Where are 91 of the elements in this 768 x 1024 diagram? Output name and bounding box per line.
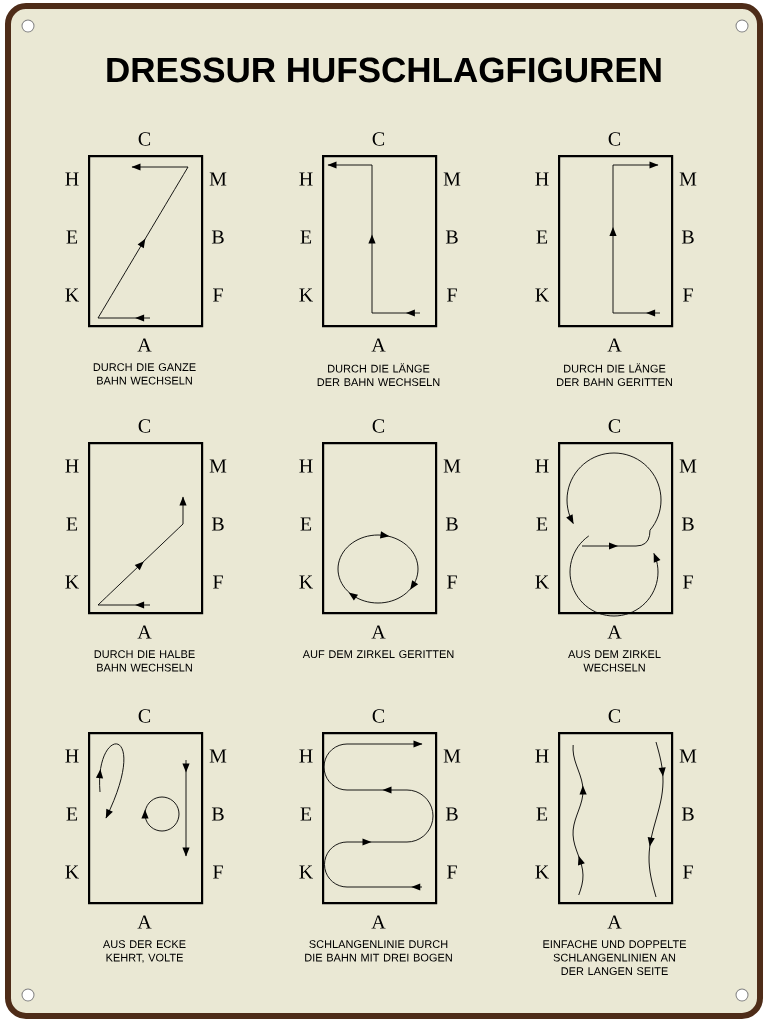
figure-caption: SCHLANGENLINIE DURCH DIE BAHN MIT DREI BOGEN [305,940,452,962]
arena-letter: K [65,865,79,879]
arena-letter: C [608,419,621,433]
arena-letter: C [372,419,385,433]
arena-letter: B [681,807,694,821]
arena-letter: K [65,575,79,589]
arena-letter: B [211,807,224,821]
arena-letter: C [138,419,151,433]
arena-letter: K [535,865,550,879]
arena-letter: F [447,575,457,589]
arena-letter: F [683,865,693,879]
arena-letter: E [536,807,548,821]
arena-letter: K [65,288,79,302]
arena-letter: F [683,288,693,302]
arena-letter: H [535,749,549,763]
arena-letter: H [535,172,549,186]
arena-letter: B [445,807,458,821]
figure-caption: DURCH DIE LÄNGE DER BAHN GERITTEN [557,363,672,386]
arena-letter: K [299,288,313,302]
arena-letter: B [211,517,224,531]
figure-caption: DURCH DIE GANZE BAHN WECHSELN [93,363,196,385]
figure-caption: EINFACHE UND DOPPELTE SCHLANGENLINIEN AN DER LANGEN SEITE [543,940,687,975]
figure-caption: DURCH DIE HALBE BAHN WECHSELN [94,650,195,672]
arena-letter: C [372,132,385,146]
arena-box [558,155,674,328]
arena-letter: B [681,230,694,244]
arena-letter: A [137,338,152,352]
arena-letter: F [213,288,223,302]
arena-box [88,732,204,905]
arena-letter: A [137,915,152,929]
arena-letter: C [372,709,385,723]
arena-letter: B [445,517,458,531]
arena-letter: F [683,575,693,589]
arena-letter: H [299,749,313,763]
arena-letter: C [138,132,151,146]
arena-letter: E [66,807,78,821]
title: DRESSUR HUFSCHLAGFIGUREN [107,57,661,83]
arena-letter: K [299,575,313,589]
arena-letter: H [65,749,79,763]
arena-box [558,732,674,905]
arena-box [322,732,438,905]
figure-caption: AUF DEM ZIRKEL GERITTEN [302,650,454,658]
arena-letter: A [371,625,386,639]
arena-letter: K [299,865,313,879]
arena-letter: A [371,915,386,929]
arena-letter: E [66,230,78,244]
arena-letter: E [300,230,312,244]
arena-letter: B [681,517,694,531]
figure-caption: DURCH DIE LÄNGE DER BAHN WECHSELN [317,363,440,386]
arena-letter: E [300,517,312,531]
arena-letter: M [209,459,227,473]
arena-letter: F [447,288,457,302]
arena-box [322,155,438,328]
arena-box [88,442,204,615]
figure-caption: AUS DER ECKE KEHRT, VOLTE [102,940,186,963]
arena-letter: M [679,459,697,473]
arena-letter: E [536,230,548,244]
arena-letter: M [209,749,227,763]
arena-letter: E [300,807,312,821]
arena-box [558,442,674,615]
arena-letter: F [213,865,223,879]
arena-letter: C [608,132,621,146]
arena-letter: B [211,230,224,244]
figure-caption: AUS DEM ZIRKEL WECHSELN [568,650,661,672]
arena-letter: B [445,230,458,244]
arena-letter: M [209,172,227,186]
arena-letter: H [65,172,79,186]
arena-letter: M [443,172,461,186]
arena-letter: M [443,749,461,763]
arena-letter: K [535,288,550,302]
arena-letter: A [607,338,622,352]
arena-letter: M [443,459,461,473]
arena-letter: K [535,575,550,589]
arena-letter: H [299,459,313,473]
arena-letter: H [65,459,79,473]
arena-letter: H [299,172,313,186]
arena-letter: A [371,338,386,352]
arena-box [88,155,204,328]
arena-letter: A [607,625,622,639]
arena-letter: A [137,625,152,639]
arena-box [322,442,438,615]
arena-letter: A [607,915,622,929]
arena-letter: H [535,459,549,473]
arena-letter: E [536,517,548,531]
arena-letter: M [679,749,697,763]
arena-letter: M [679,172,697,186]
arena-letter: C [138,709,151,723]
arena-letter: F [213,575,223,589]
arena-letter: F [447,865,457,879]
arena-letter: C [608,709,621,723]
arena-letter: E [66,517,78,531]
